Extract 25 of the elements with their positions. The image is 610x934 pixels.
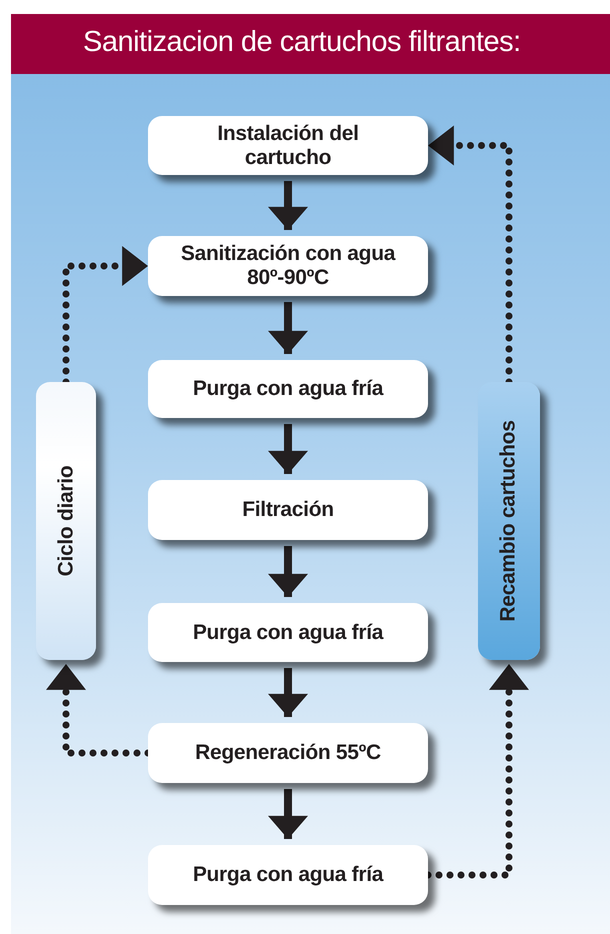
arrow	[268, 424, 308, 474]
process-box	[148, 480, 428, 540]
process-box	[148, 723, 428, 783]
arrow	[268, 546, 308, 597]
arrow	[268, 668, 308, 717]
process-box	[148, 360, 428, 418]
step-label: Purga con agua fría	[192, 620, 384, 644]
step-label: Regeneración 55ºC	[195, 741, 381, 765]
arrow	[268, 302, 308, 354]
side-label-box	[478, 382, 540, 660]
process-box	[148, 116, 428, 175]
process-box	[148, 845, 428, 905]
vertical-label: Recambio cartuchos	[497, 420, 521, 622]
process-box	[148, 603, 428, 662]
arrow	[268, 789, 308, 839]
vertical-label: Ciclo diario	[54, 466, 78, 576]
title: Sanitizacion de cartuchos filtrantes:	[83, 26, 521, 59]
process-box	[148, 236, 428, 296]
arrow	[268, 181, 308, 230]
step-label: Filtración	[242, 498, 334, 522]
step-label: Instalación del cartucho	[216, 122, 360, 170]
step-label: Sanitización con agua 80º-90ºC	[180, 242, 396, 290]
step-label: Purga con agua fría	[192, 863, 384, 887]
side-label-box	[36, 382, 96, 660]
step-label: Purga con agua fría	[192, 377, 384, 401]
